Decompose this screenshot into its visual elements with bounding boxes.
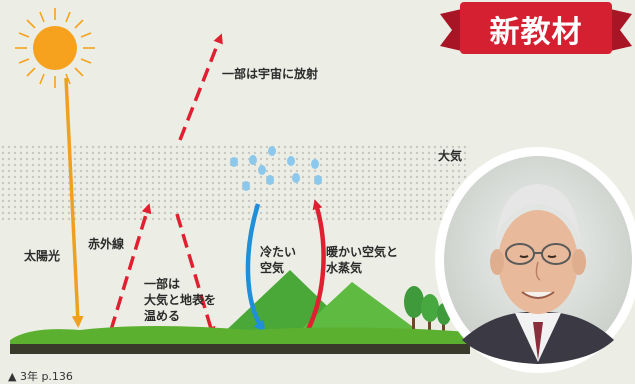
label-sunlight: 太陽光 <box>24 249 61 263</box>
label-partial-warming: 一部は 大気と地表を 温める <box>144 277 217 324</box>
new-material-banner <box>440 2 632 54</box>
cold-air-arrow <box>245 203 266 334</box>
atmosphere-band <box>0 142 470 220</box>
label-warm-air: 暖かい空気と 水蒸気 <box>326 245 399 276</box>
ground <box>10 326 470 346</box>
sunlight-arrow <box>64 77 84 328</box>
page-caption: ▲ 3年 p.136 <box>8 370 73 383</box>
water-vapor-drops <box>230 146 322 191</box>
label-space-radiation: 一部は宇宙に放射 <box>222 67 319 81</box>
radiation-to-space-arrow <box>178 33 223 141</box>
portrait-photo <box>435 147 635 373</box>
infrared-arrow-up <box>109 203 152 331</box>
label-cold-air: 冷たい 空気 <box>260 245 297 276</box>
warm-air-arrow <box>305 199 326 331</box>
banner-text: 新教材 <box>489 15 583 50</box>
label-infrared: 赤外線 <box>88 237 125 251</box>
sun-icon <box>15 8 95 88</box>
ground-soil <box>10 344 470 354</box>
label-atmosphere: 大気 <box>438 149 463 163</box>
mountain-right <box>292 282 428 338</box>
